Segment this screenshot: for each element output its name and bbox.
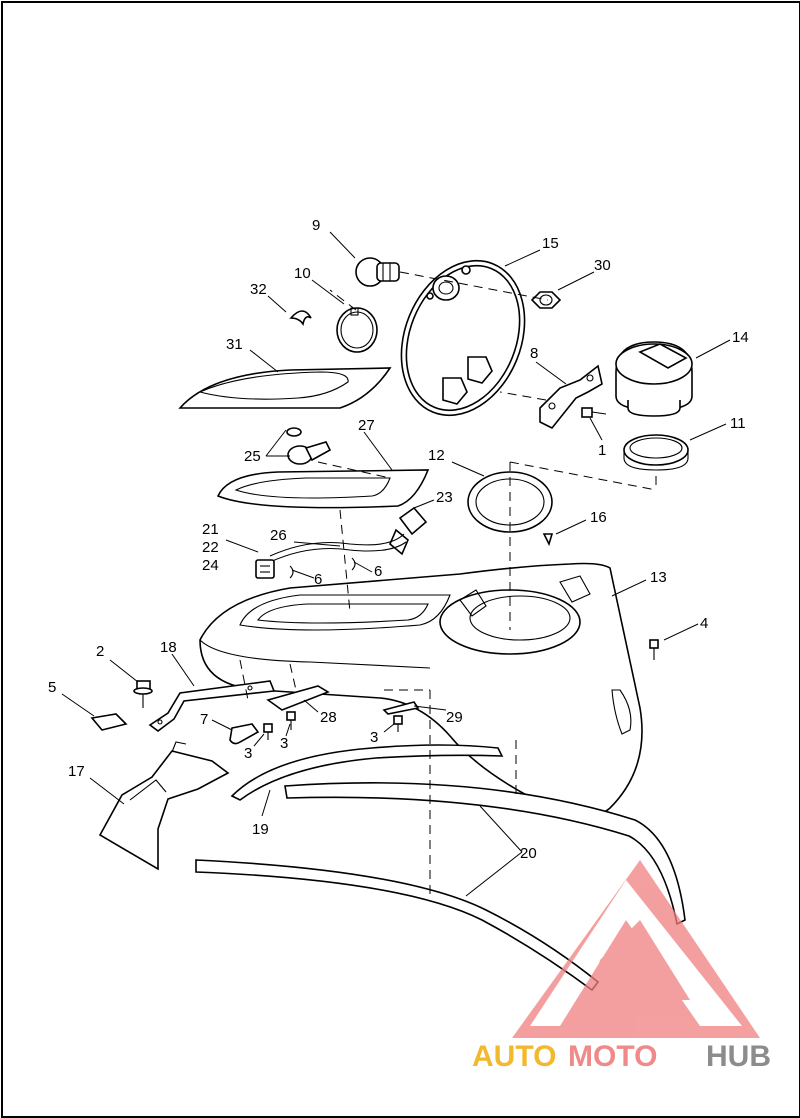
part-3-screws — [263, 711, 403, 740]
part-18-bracket — [148, 680, 276, 732]
label-26: 26 — [270, 527, 287, 544]
label-32: 32 — [250, 281, 267, 298]
label-2: 2 — [96, 643, 104, 660]
label-16: 16 — [590, 509, 607, 526]
label-12: 12 — [428, 447, 445, 464]
label-18: 18 — [160, 639, 177, 656]
part-5-clip-nut — [90, 713, 128, 731]
part-9-bulb-socket — [355, 257, 400, 287]
label-19: 19 — [252, 821, 269, 838]
part-11-gasket — [623, 434, 689, 471]
label-28: 28 — [320, 709, 337, 726]
label-3c: 3 — [370, 729, 378, 746]
label-6a: 6 — [314, 571, 322, 588]
part-15-gauge-panel — [400, 259, 526, 417]
label-7: 7 — [200, 711, 208, 728]
leader-lines — [61, 231, 731, 897]
watermark-moto: MOTO — [568, 1040, 657, 1073]
label-22: 22 — [202, 539, 219, 556]
part-27-console-trim — [216, 469, 430, 509]
label-14: 14 — [732, 329, 749, 346]
watermark-hub: HUB — [706, 1040, 771, 1073]
label-8: 8 — [530, 345, 538, 362]
label-20: 20 — [520, 845, 537, 862]
part-2-bolt — [133, 680, 153, 708]
label-29: 29 — [446, 709, 463, 726]
label-10: 10 — [294, 265, 311, 282]
part-10-lens — [336, 307, 378, 353]
watermark-auto: AUTO — [472, 1040, 556, 1073]
label-3a: 3 — [244, 745, 252, 762]
part-32-clip — [289, 310, 312, 327]
part-31-trim-panel — [178, 367, 392, 409]
part-7-clip — [229, 723, 260, 745]
part-4-screw — [649, 639, 659, 660]
label-21: 21 — [202, 521, 219, 538]
label-6b: 6 — [374, 563, 382, 580]
label-1: 1 — [598, 442, 606, 459]
label-30: 30 — [594, 257, 611, 274]
label-27: 27 — [358, 417, 375, 434]
part-26-harness — [255, 533, 407, 579]
label-15: 15 — [542, 235, 559, 252]
part-28-plate — [266, 685, 330, 711]
label-25: 25 — [244, 448, 261, 465]
watermark-text: AUTO MOTO HUB — [472, 1040, 771, 1073]
part-30-nut — [530, 291, 562, 309]
part-14-fuel-cap — [615, 341, 693, 417]
part-8-bracket — [539, 364, 603, 430]
label-11: 11 — [730, 415, 746, 432]
label-24: 24 — [202, 557, 219, 574]
watermark-logo — [512, 860, 760, 1038]
label-31: 31 — [226, 336, 243, 353]
part-25-clamp — [286, 427, 332, 465]
part-19-hose — [230, 744, 504, 801]
part-16-pin — [542, 533, 554, 547]
part-1-screw — [581, 407, 607, 418]
label-23: 23 — [436, 489, 453, 506]
part-17-mount — [98, 741, 230, 871]
label-4: 4 — [700, 615, 708, 632]
label-5: 5 — [48, 679, 56, 696]
part-23-connector — [389, 506, 428, 556]
label-13: 13 — [650, 569, 667, 586]
label-3b: 3 — [280, 735, 288, 752]
part-29-clip — [382, 701, 420, 715]
label-17: 17 — [68, 763, 85, 780]
label-9: 9 — [312, 217, 320, 234]
